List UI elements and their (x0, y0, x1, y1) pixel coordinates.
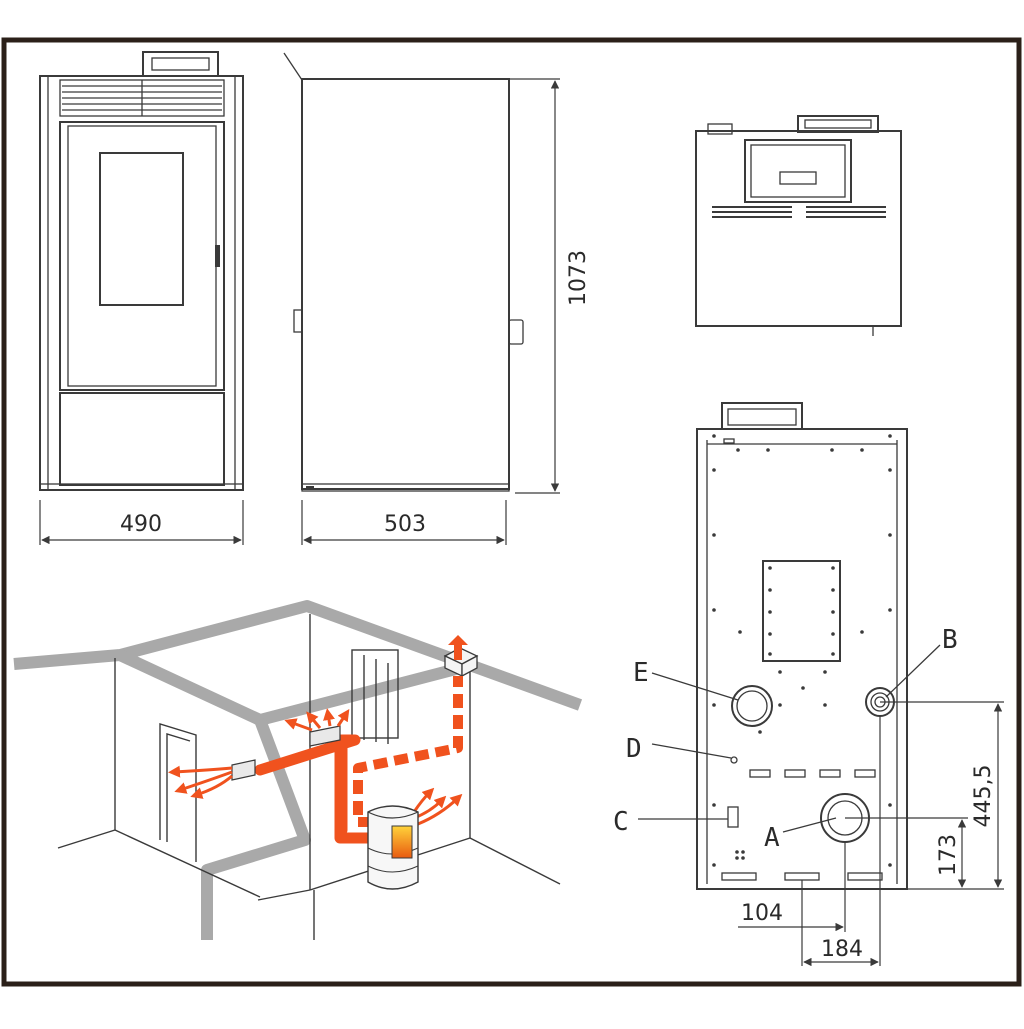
label-e: E (633, 658, 649, 688)
width-dimension: 490 (120, 512, 162, 537)
top-view (695, 115, 902, 336)
outer-frame (1, 37, 1022, 987)
label-b: B (942, 625, 958, 655)
depth-dimension: 503 (384, 512, 426, 537)
rear-view: E D C A B 445,5 173 104 184 (613, 402, 1004, 967)
a-side-dimension: 104 (741, 901, 783, 926)
label-d: D (626, 734, 642, 764)
stove-icon (367, 805, 419, 890)
b-side-dimension: 184 (821, 937, 863, 962)
a-height-dimension: 173 (936, 834, 961, 876)
side-view: 503 1073 (283, 52, 591, 545)
b-height-dimension: 445,5 (971, 765, 996, 828)
label-a: A (764, 823, 780, 853)
ducting-illustration (13, 600, 583, 940)
front-view: 490 (39, 51, 244, 545)
height-dimension: 1073 (566, 250, 591, 306)
label-c: C (613, 807, 629, 837)
